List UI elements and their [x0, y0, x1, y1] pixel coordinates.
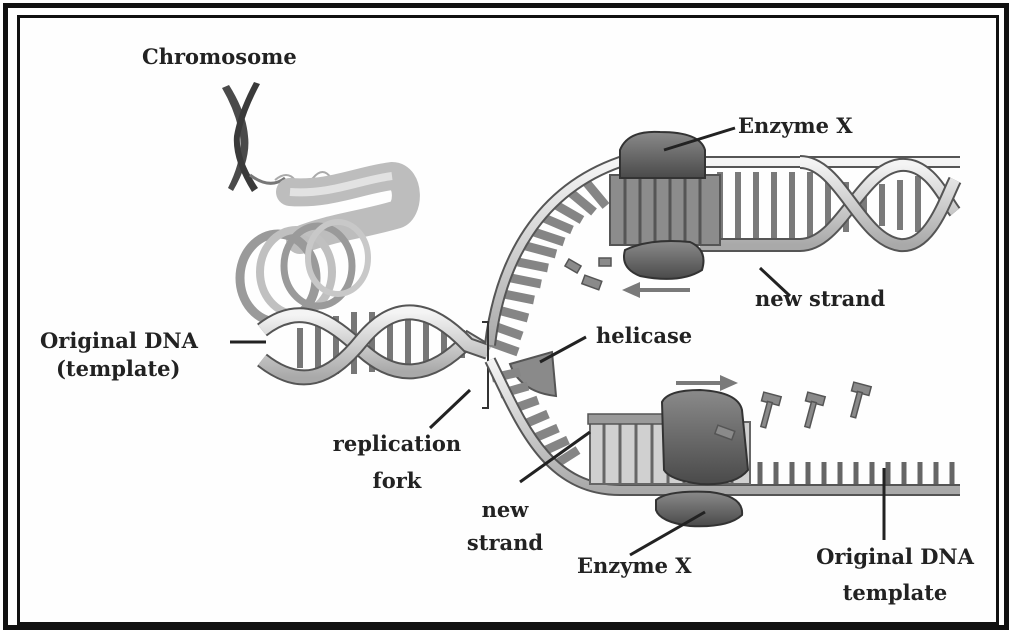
enzyme-x-bottom-label: Enzyme X [577, 553, 692, 579]
original-dna-label: Original DNA [40, 328, 198, 354]
free-nucleotides-top [565, 258, 611, 290]
fork-label: fork [322, 468, 472, 494]
helicase-label: helicase [596, 323, 692, 349]
direction-arrow-top [622, 282, 690, 298]
new-strand-bottom-line2: strand [460, 530, 550, 556]
original-dna-template-line1: Original DNA [800, 544, 990, 570]
direction-arrow-bottom [676, 375, 738, 391]
coiled-dna-fiber [240, 176, 406, 322]
template-paren-label: (template) [56, 356, 180, 382]
original-dna-helix [262, 312, 488, 377]
enzyme-x-top-label: Enzyme X [738, 113, 853, 139]
new-strand-top-label: new strand [755, 286, 885, 312]
replication-label: replication [322, 431, 472, 457]
chromosome-shape [222, 82, 331, 192]
new-strand-bottom-line1: new [460, 497, 550, 523]
upper-leading-region [490, 162, 960, 352]
enzyme-x-bottom [656, 390, 748, 526]
chromosome-label: Chromosome [142, 44, 297, 70]
original-dna-template-line2: template [800, 580, 990, 606]
